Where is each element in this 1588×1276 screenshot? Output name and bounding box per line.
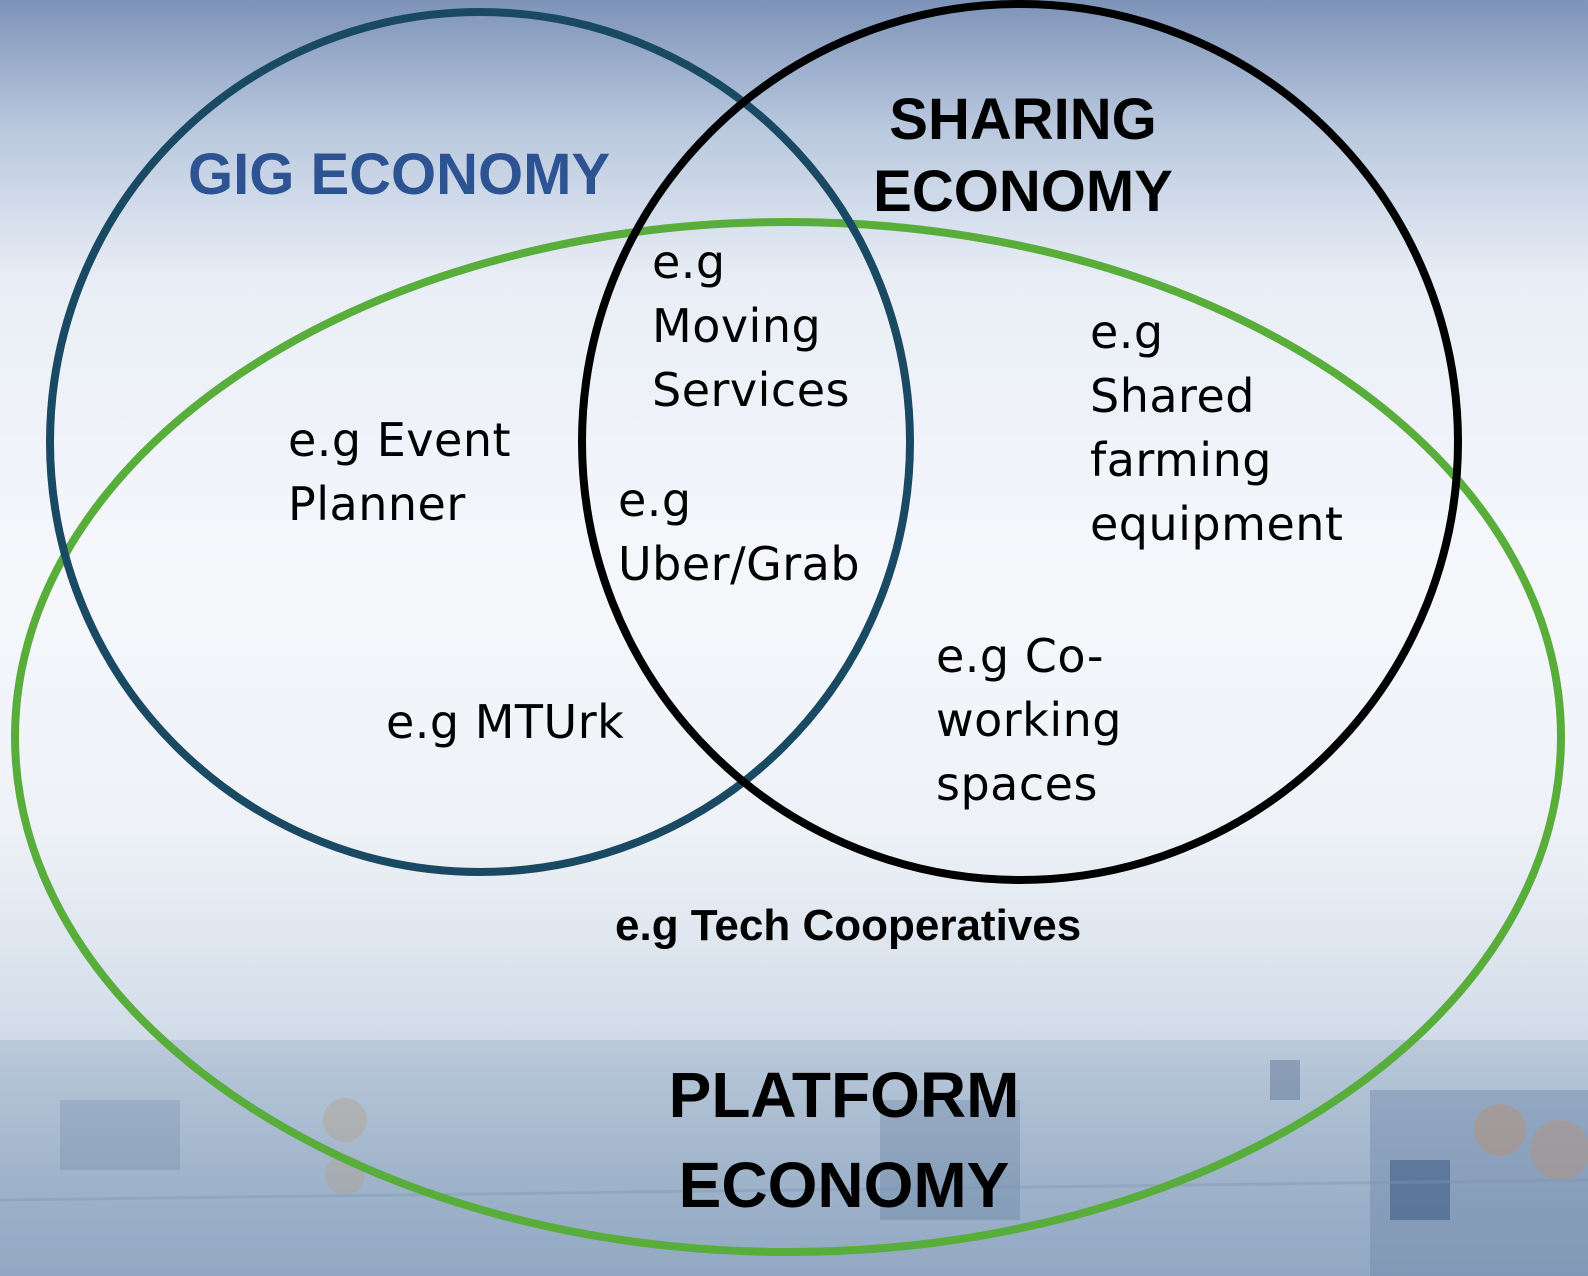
example-event-planner: e.g Event Planner	[288, 408, 511, 536]
example-tech-cooperatives: e.g Tech Cooperatives	[615, 901, 1082, 950]
example-line: Shared	[1090, 369, 1255, 423]
example-line: Planner	[288, 477, 466, 531]
sharing-economy-title-line2: ECONOMY	[873, 159, 1173, 224]
gig-economy-title: GIG ECONOMY	[188, 142, 611, 207]
example-line: Services	[652, 363, 850, 417]
example-line: equipment	[1090, 497, 1344, 551]
example-line: e.g Event	[288, 413, 512, 467]
example-line: e.g	[652, 235, 726, 289]
platform-economy-title: PLATFORM ECONOMY	[660, 1050, 1028, 1230]
platform-economy-title-line2: ECONOMY	[678, 1149, 1010, 1221]
example-line: Moving	[652, 299, 822, 353]
example-moving-services: e.g Moving Services	[652, 230, 850, 422]
example-uber-grab: e.g Uber/Grab	[618, 468, 860, 596]
sharing-economy-circle	[578, 0, 1462, 884]
example-coworking-spaces: e.g Co- working spaces	[936, 624, 1122, 816]
example-line: working	[936, 693, 1122, 747]
platform-economy-title-line1: PLATFORM	[668, 1059, 1020, 1131]
sharing-economy-title: SHARING ECONOMY	[868, 84, 1178, 228]
example-line: e.g	[1090, 305, 1164, 359]
gig-economy-circle	[46, 8, 914, 876]
example-line: e.g	[618, 473, 692, 527]
sharing-economy-title-line1: SHARING	[889, 87, 1157, 152]
platform-economy-ellipse	[11, 218, 1565, 1256]
example-line: spaces	[936, 757, 1098, 811]
example-line: Uber/Grab	[618, 537, 861, 591]
example-shared-farming-equipment: e.g Shared farming equipment	[1090, 300, 1343, 556]
example-line: e.g Co-	[936, 629, 1104, 683]
example-line: farming	[1090, 433, 1272, 487]
example-mturk: e.g MTUrk	[386, 695, 625, 749]
